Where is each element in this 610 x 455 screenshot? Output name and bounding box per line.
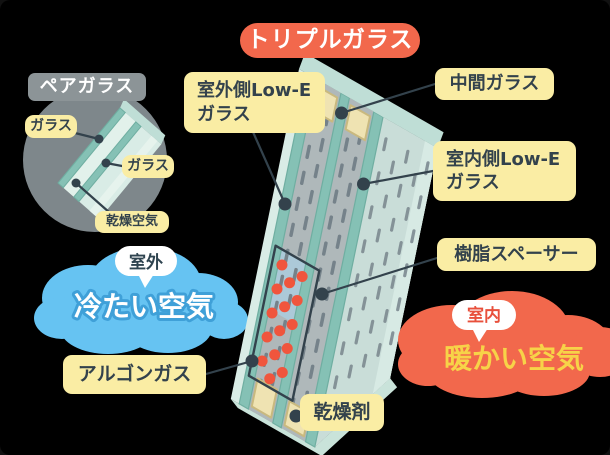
label-outdoor-lowe-glass: 室外側Low-E ガラス	[184, 72, 325, 133]
marker-dot	[245, 354, 259, 368]
cloud-blобs	[34, 247, 248, 354]
warm-air-text: 暖かい空気	[444, 342, 584, 375]
marker-dot	[357, 177, 370, 191]
triple-glass-illustration	[230, 53, 444, 455]
label-middle-glass: 中間ガラス	[435, 68, 554, 100]
outside-badge-text: 室外	[129, 252, 163, 273]
outside-cold-air-cloud: 室外 冷たい空気	[34, 246, 248, 354]
label-desiccant: 乾燥剤	[300, 394, 384, 431]
marker-dot	[94, 134, 104, 144]
connector-line	[74, 181, 112, 215]
inside-badge	[452, 300, 516, 330]
title-label: トリプルガラス	[240, 23, 420, 58]
pair-glass-label-front: ガラス	[25, 115, 77, 138]
connector-lines	[71, 82, 439, 423]
marker-dot	[289, 409, 303, 423]
inside-badge-text: 室内	[467, 305, 501, 326]
cloud-blobs	[398, 291, 610, 398]
outside-badge-tail-icon	[138, 274, 154, 288]
marker-dot	[101, 158, 111, 168]
marker-dot	[278, 197, 292, 211]
connector-line	[340, 82, 437, 115]
inside-warm-air-cloud: 室内 暖かい空気	[398, 291, 610, 398]
pair-glass-label-back: ガラス	[122, 155, 174, 178]
pair-glass-title: ペアガラス	[28, 73, 146, 101]
connector-line	[362, 169, 435, 186]
argon-region-outline	[247, 244, 321, 402]
connector-line	[204, 359, 254, 376]
pair-glass-label-dry-air: 乾燥空気	[95, 211, 169, 233]
marker-dot	[335, 106, 348, 120]
label-resin-spacer: 樹脂スペーサー	[437, 238, 596, 271]
label-argon-gas: アルゴンガス	[63, 355, 206, 394]
inside-badge-tail-icon	[472, 328, 488, 342]
connector-line	[251, 130, 287, 206]
marker-dot	[315, 287, 329, 301]
argon-gas-dots	[256, 259, 308, 385]
label-indoor-lowe-glass: 室内側Low-E ガラス	[433, 141, 576, 201]
cold-air-text: 冷たい空気	[74, 290, 214, 323]
connector-line	[320, 256, 439, 296]
marker-dot	[71, 178, 81, 188]
outside-badge	[115, 246, 177, 276]
